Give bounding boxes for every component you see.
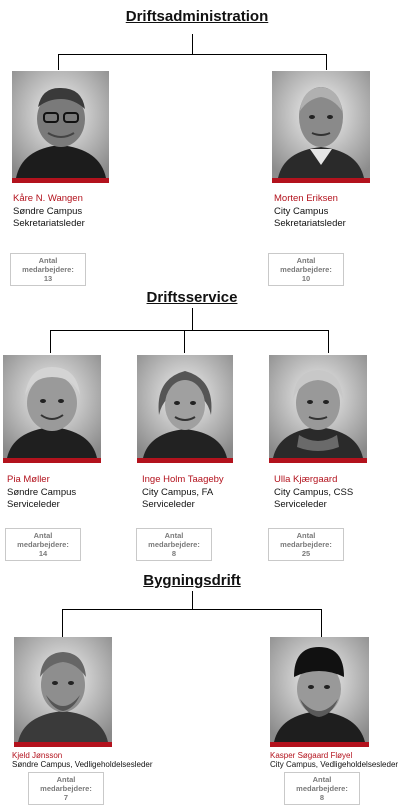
connector [62,609,322,610]
person-campus: Søndre Campus [13,206,83,217]
employee-count-box: Antal medarbejdere: 13 [10,253,86,286]
person-photo [270,637,369,742]
section-title-building: Bygningsdrift [143,572,241,589]
connector [192,308,193,330]
person-name: Morten Eriksen [274,193,338,204]
person-photo [137,355,233,458]
connector [50,330,51,353]
person-role: Serviceleder [142,499,195,510]
count-label: medarbejdere: [17,540,69,549]
person-photo [14,637,112,742]
connector [50,330,329,331]
person-photo [272,71,370,178]
person-campus: City Campus, CSS [274,487,354,498]
count-label: medarbejdere: [40,784,92,793]
person-campus: City Campus [274,206,329,217]
count-label: medarbejdere: [280,540,332,549]
count-value: 8 [319,793,325,802]
employee-count-box: Antal medarbejdere: 14 [5,528,81,561]
count-label: Antal [33,531,53,540]
person-name: Kasper Søgaard Fløyel [270,751,353,760]
accent-bar [14,742,112,747]
count-value: 8 [171,549,177,558]
count-label: Antal [296,531,316,540]
count-label: Antal [296,256,316,265]
person-campus: Søndre Campus [7,487,77,498]
connector [58,54,327,55]
count-label: Antal [164,531,184,540]
connector [192,591,193,609]
count-label: Antal [38,256,58,265]
section-title-service: Driftsservice [146,289,238,306]
accent-bar [269,458,367,463]
employee-count-box: Antal medarbejdere: 25 [268,528,344,561]
employee-count-box: Antal medarbejdere: 7 [28,772,104,805]
count-value: 10 [301,274,311,283]
person-role: Sekretariatsleder [274,218,346,229]
connector [58,54,59,70]
person-role: Sekretariatsleder [13,218,85,229]
count-value: 13 [43,274,53,283]
person-photo [3,355,101,458]
connector [326,54,327,70]
accent-bar [3,458,101,463]
accent-bar [272,178,370,183]
person-name: Kåre N. Wangen [13,193,83,204]
count-label: medarbejdere: [148,540,200,549]
employee-count-box: Antal medarbejdere: 8 [136,528,212,561]
person-photo [12,71,109,178]
person-photo [269,355,367,458]
count-value: 7 [63,793,69,802]
connector [62,609,63,637]
employee-count-box: Antal medarbejdere: 8 [284,772,360,805]
connector [328,330,329,353]
person-name: Pia Møller [7,474,50,485]
person-name: Inge Holm Taageby [142,474,224,485]
person-campus: City Campus, Vedligeholdelsesleder [270,760,399,769]
person-role: Serviceleder [7,499,60,510]
person-campus: Søndre Campus, Vedligeholdelsesleder [12,760,153,769]
section-title-administration: Driftsadministration [125,8,269,25]
accent-bar [270,742,369,747]
count-label: medarbejdere: [296,784,348,793]
count-label: Antal [312,775,332,784]
count-value: 14 [38,549,48,558]
count-label: Antal [56,775,76,784]
employee-count-box: Antal medarbejdere: 10 [268,253,344,286]
count-label: medarbejdere: [280,265,332,274]
person-name: Kjeld Jønsson [12,751,63,760]
count-label: medarbejdere: [22,265,74,274]
person-name: Ulla Kjærgaard [274,474,338,485]
accent-bar [12,178,109,183]
accent-bar [137,458,233,463]
count-value: 25 [301,549,311,558]
connector [321,609,322,637]
person-campus: City Campus, FA [142,487,214,498]
connector [184,330,185,353]
person-role: Serviceleder [274,499,327,510]
connector [192,34,193,54]
